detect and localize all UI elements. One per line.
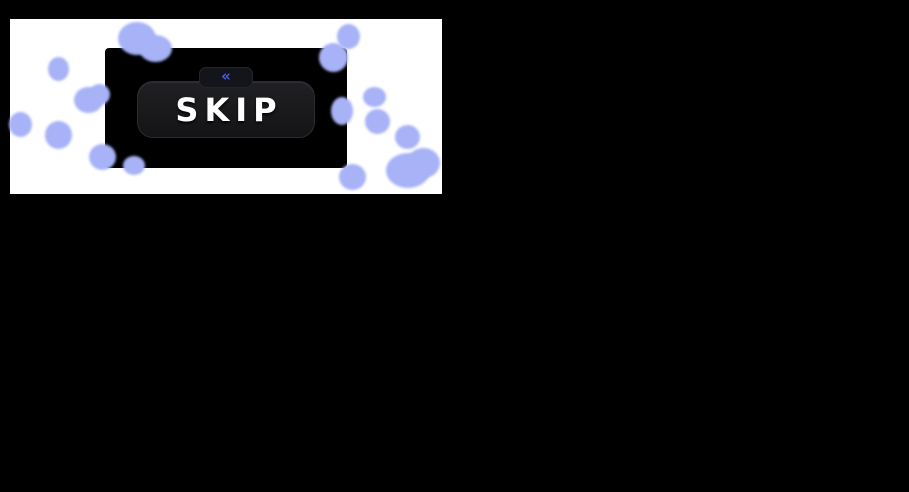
collapse-button[interactable]: « — [199, 67, 253, 88]
drawing-canvas[interactable]: « SKIP — [10, 19, 442, 194]
skip-button[interactable]: SKIP — [137, 81, 315, 138]
skip-overlay-panel: « SKIP — [105, 48, 347, 168]
skip-button-label: SKIP — [175, 90, 283, 129]
double-chevron-left-icon: « — [221, 67, 231, 85]
